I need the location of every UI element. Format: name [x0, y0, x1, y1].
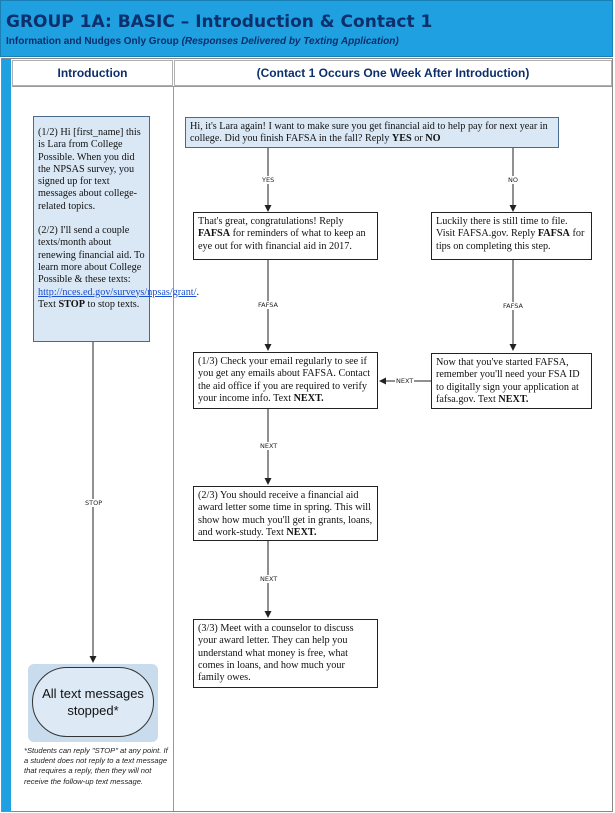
edge-label-next-1: NEXT — [259, 442, 279, 450]
edge-label-yes: YES — [261, 176, 276, 184]
started-fafsa-box: Now that you've started FAFSA, remember … — [431, 353, 592, 409]
edge-label-stop: STOP — [84, 499, 104, 507]
award-letter-box: (2/3) You should receive a financial aid… — [193, 486, 378, 541]
contact1-question-box: Hi, it's Lara again! I want to make sure… — [185, 117, 559, 148]
intro-message-2: (2/2) I'll send a couple texts/month abo… — [38, 225, 199, 310]
column-header-introduction: Introduction — [12, 60, 173, 86]
left-accent-bar — [2, 59, 11, 811]
column-header-contact1: (Contact 1 Occurs One Week After Introdu… — [174, 60, 612, 86]
yes-response-box: That's great, congratulations! Reply FAF… — [193, 212, 378, 260]
npsas-link[interactable]: http://nces.ed.gov/surveys/npsas/grant/ — [38, 286, 197, 298]
stop-terminal: All text messages stopped* — [32, 667, 154, 737]
check-email-box: (1/3) Check your email regularly to see … — [193, 352, 378, 409]
no-response-box: Luckily there is still time to file. Vis… — [431, 212, 592, 260]
page-title: GROUP 1A: BASIC – Introduction & Contact… — [6, 12, 433, 32]
counselor-box: (3/3) Meet with a counselor to discuss y… — [193, 619, 378, 688]
diagram-frame — [1, 58, 613, 812]
edge-label-next-2: NEXT — [259, 575, 279, 583]
edge-label-fafsa-left: FAFSA — [257, 301, 279, 309]
intro-message-1: (1/2) Hi [first_name] this is Lara from … — [38, 127, 141, 212]
page-subtitle: Information and Nudges Only Group (Respo… — [6, 36, 399, 47]
intro-message-box: (1/2) Hi [first_name] this is Lara from … — [33, 116, 199, 342]
footnote: *Students can reply "STOP" at any point.… — [24, 746, 168, 786]
header-divider — [12, 86, 612, 87]
edge-label-fafsa-right: FAFSA — [502, 302, 524, 310]
title-banner — [0, 0, 613, 57]
edge-label-next-horizontal: NEXT — [395, 377, 415, 385]
column-divider — [173, 86, 174, 811]
edge-label-no: NO — [507, 176, 519, 184]
